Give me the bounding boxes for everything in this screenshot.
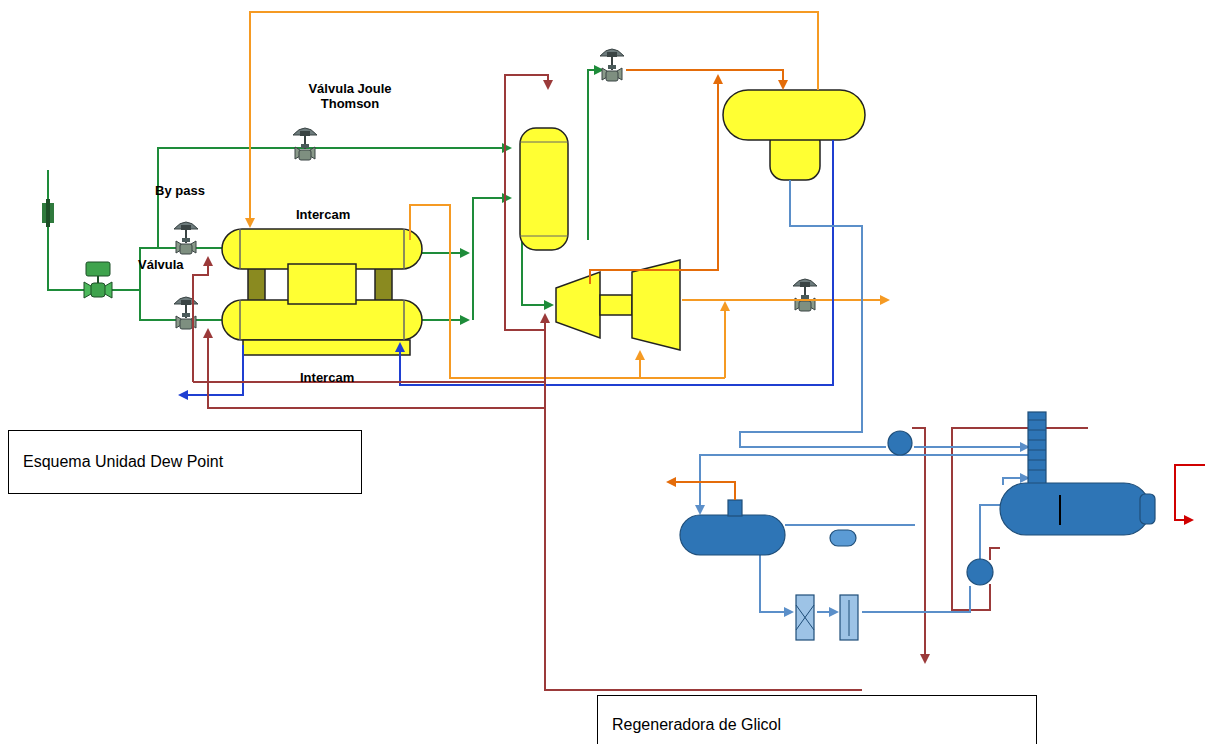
caption-box: Esquema Unidad Dew Point <box>8 430 362 494</box>
caption-text: Esquema Unidad Dew Point <box>23 453 223 471</box>
equipment-label: Válvula Joule Thomson <box>300 82 400 112</box>
equipment-label: By pass <box>155 184 225 199</box>
equipment-label: Válvula <box>138 258 198 273</box>
caption-box: Regeneradora de Glicol <box>597 695 1037 744</box>
equipment-label: Intercam <box>296 208 376 223</box>
caption-text: Regeneradora de Glicol <box>612 716 781 734</box>
equipment-label: Intercam <box>300 371 380 386</box>
